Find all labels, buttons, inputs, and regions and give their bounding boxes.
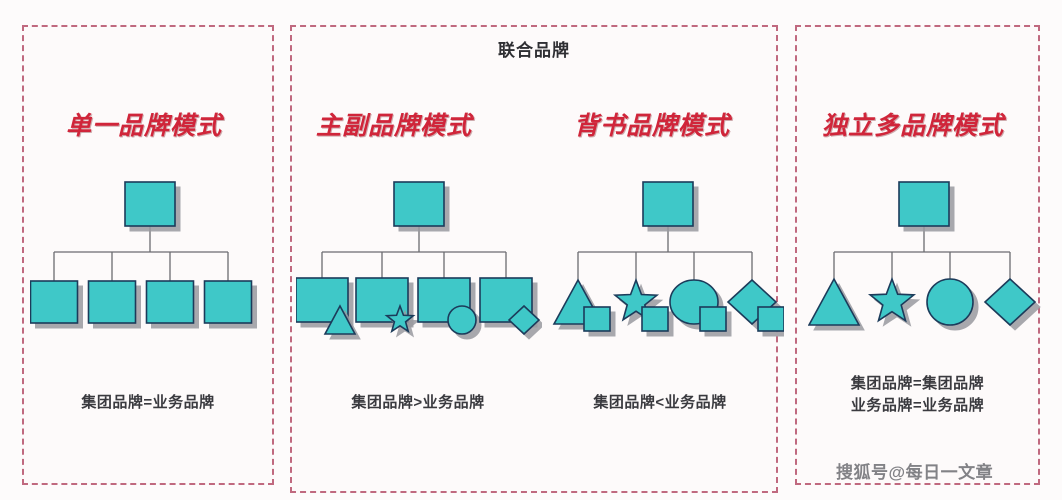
watermark-text: 搜狐号@每日一文章 — [836, 463, 994, 482]
node-root — [124, 181, 181, 232]
formula-endorsement-brand: 集团品牌<业务品牌 — [593, 394, 727, 411]
node-child-secondary — [384, 303, 420, 338]
panel-multi-brand — [795, 25, 1040, 485]
node-child-primary — [983, 277, 1041, 331]
node-child-primary — [30, 280, 83, 329]
formula-single-brand: 集团品牌=业务品牌 — [81, 394, 215, 411]
tree-diagram-endorsement-brand — [552, 181, 784, 337]
node-child-primary — [926, 278, 979, 331]
title-multi-brand-mode: 独立多品牌模式 — [822, 112, 1005, 140]
joint-brand-caption: 联合品牌 — [498, 41, 570, 60]
tree-diagram-multi-brand — [808, 181, 1041, 331]
node-child-secondary — [583, 306, 616, 337]
formula-multi-line-1: 集团品牌=集团品牌 — [850, 375, 985, 392]
title-single-brand-mode: 单一品牌模式 — [66, 112, 223, 140]
node-child-primary — [867, 276, 921, 327]
tree-diagram-sub-brand — [296, 181, 542, 340]
node-child-secondary — [447, 305, 482, 340]
node-child-secondary — [507, 304, 542, 340]
panel-joint-brand — [290, 25, 778, 493]
node-child-secondary — [757, 306, 784, 337]
title-sub-brand-mode: 主副品牌模式 — [316, 112, 473, 140]
node-child-primary — [612, 277, 664, 326]
node-child-primary — [808, 277, 865, 331]
node-root — [898, 181, 955, 232]
node-child-secondary — [323, 304, 361, 340]
node-child-primary — [203, 280, 257, 329]
formula-multi-line-2: 业务品牌=业务品牌 — [850, 396, 985, 414]
panel-single-brand — [22, 25, 274, 485]
node-root — [393, 181, 450, 232]
node-child-secondary — [641, 306, 674, 337]
node-child-secondary — [699, 306, 732, 337]
title-endorsement-brand-mode: 背书品牌模式 — [574, 112, 731, 140]
tree-diagram-single-brand — [30, 181, 257, 329]
formula-sub-brand: 集团品牌>业务品牌 — [351, 394, 485, 411]
node-child-primary — [87, 280, 141, 329]
node-child-primary — [145, 280, 199, 329]
formula-multi-brand: 集团品牌=集团品牌 业务品牌=业务品牌 — [795, 373, 1040, 417]
node-root — [642, 181, 699, 232]
